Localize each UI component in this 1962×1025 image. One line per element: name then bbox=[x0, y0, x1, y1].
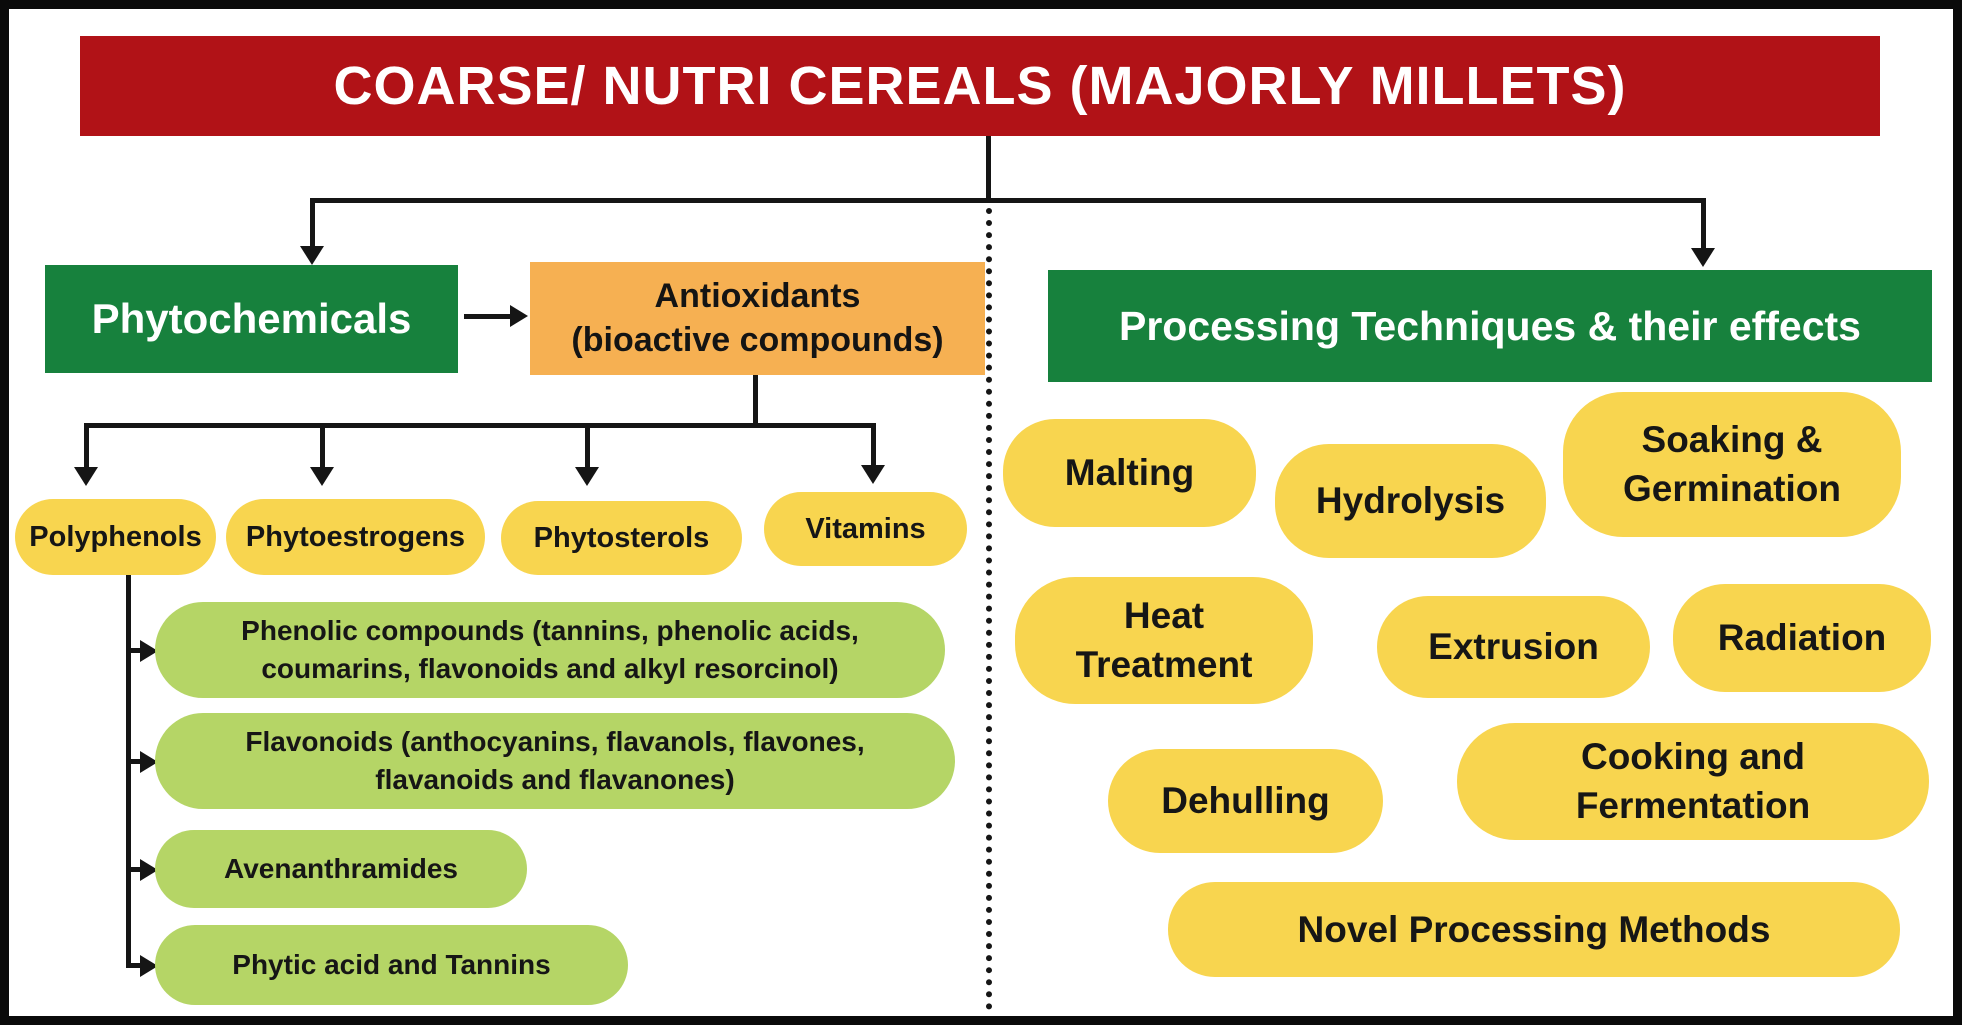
arrow-right-icon bbox=[140, 751, 158, 773]
antiox-drop-line bbox=[753, 375, 758, 425]
page-title: COARSE/ NUTRI CEREALS (MAJORLY MILLETS) bbox=[80, 36, 1880, 136]
arrow-down-icon bbox=[310, 467, 334, 486]
category-pill-vitamins: Vitamins bbox=[764, 492, 967, 566]
subtype-pill-avenanthramides: Avenanthramides bbox=[155, 830, 527, 908]
polyphenols-trunk-line bbox=[126, 575, 131, 968]
title-trunk-line bbox=[986, 136, 991, 200]
subtype-pill-phytic-acid: Phytic acid and Tannins bbox=[155, 925, 628, 1005]
subtype-stub-line bbox=[126, 963, 144, 968]
technique-pill-heat-treatment: Heat Treatment bbox=[1015, 577, 1313, 704]
arrow-right-icon bbox=[140, 955, 158, 977]
antioxidants-box: Antioxidants (bioactive compounds) bbox=[530, 262, 985, 375]
category-drop-line bbox=[84, 423, 89, 469]
category-pill-polyphenols: Polyphenols bbox=[15, 499, 216, 575]
subtype-stub-line bbox=[126, 648, 144, 653]
subtype-stub-line bbox=[126, 759, 144, 764]
technique-pill-radiation: Radiation bbox=[1673, 584, 1931, 692]
arrow-down-icon bbox=[861, 465, 885, 484]
technique-pill-hydrolysis: Hydrolysis bbox=[1275, 444, 1546, 558]
antioxidants-label-line1: Antioxidants bbox=[654, 276, 861, 315]
subtype-stub-line bbox=[126, 867, 144, 872]
arrow-down-icon bbox=[74, 467, 98, 486]
subtype-pill-flavonoids: Flavonoids (anthocyanins, flavanols, fla… bbox=[155, 713, 955, 809]
phytochemicals-box: Phytochemicals bbox=[45, 265, 458, 373]
category-drop-line bbox=[585, 423, 590, 469]
arrow-down-icon bbox=[575, 467, 599, 486]
category-pill-phytoestrogens: Phytoestrogens bbox=[226, 499, 485, 575]
left-branch-line bbox=[310, 198, 315, 248]
phyto-to-antiox-line bbox=[464, 314, 512, 319]
category-rail-line bbox=[84, 423, 876, 428]
category-pill-phytosterols: Phytosterols bbox=[501, 501, 742, 575]
arrow-right-icon bbox=[140, 859, 158, 881]
arrow-right-icon bbox=[510, 305, 528, 327]
subtype-pill-phenolic-compounds: Phenolic compounds (tannins, phenolic ac… bbox=[155, 602, 945, 698]
arrow-right-icon bbox=[140, 640, 158, 662]
technique-pill-cooking-fermentation: Cooking and Fermentation bbox=[1457, 723, 1929, 840]
technique-pill-malting: Malting bbox=[1003, 419, 1256, 527]
processing-header: Processing Techniques & their effects bbox=[1048, 270, 1932, 382]
technique-pill-soaking-germination: Soaking & Germination bbox=[1563, 392, 1901, 537]
antioxidants-label-line2: (bioactive compounds) bbox=[571, 320, 944, 359]
divider-dotted-line bbox=[986, 208, 992, 1010]
technique-pill-novel-processing: Novel Processing Methods bbox=[1168, 882, 1900, 977]
category-drop-line bbox=[320, 423, 325, 469]
right-branch-line bbox=[1701, 198, 1706, 250]
arrow-down-icon bbox=[1691, 248, 1715, 267]
main-branch-line bbox=[310, 198, 1706, 203]
technique-pill-dehulling: Dehulling bbox=[1108, 749, 1383, 853]
category-drop-line bbox=[871, 423, 876, 467]
arrow-down-icon bbox=[300, 246, 324, 265]
technique-pill-extrusion: Extrusion bbox=[1377, 596, 1650, 698]
